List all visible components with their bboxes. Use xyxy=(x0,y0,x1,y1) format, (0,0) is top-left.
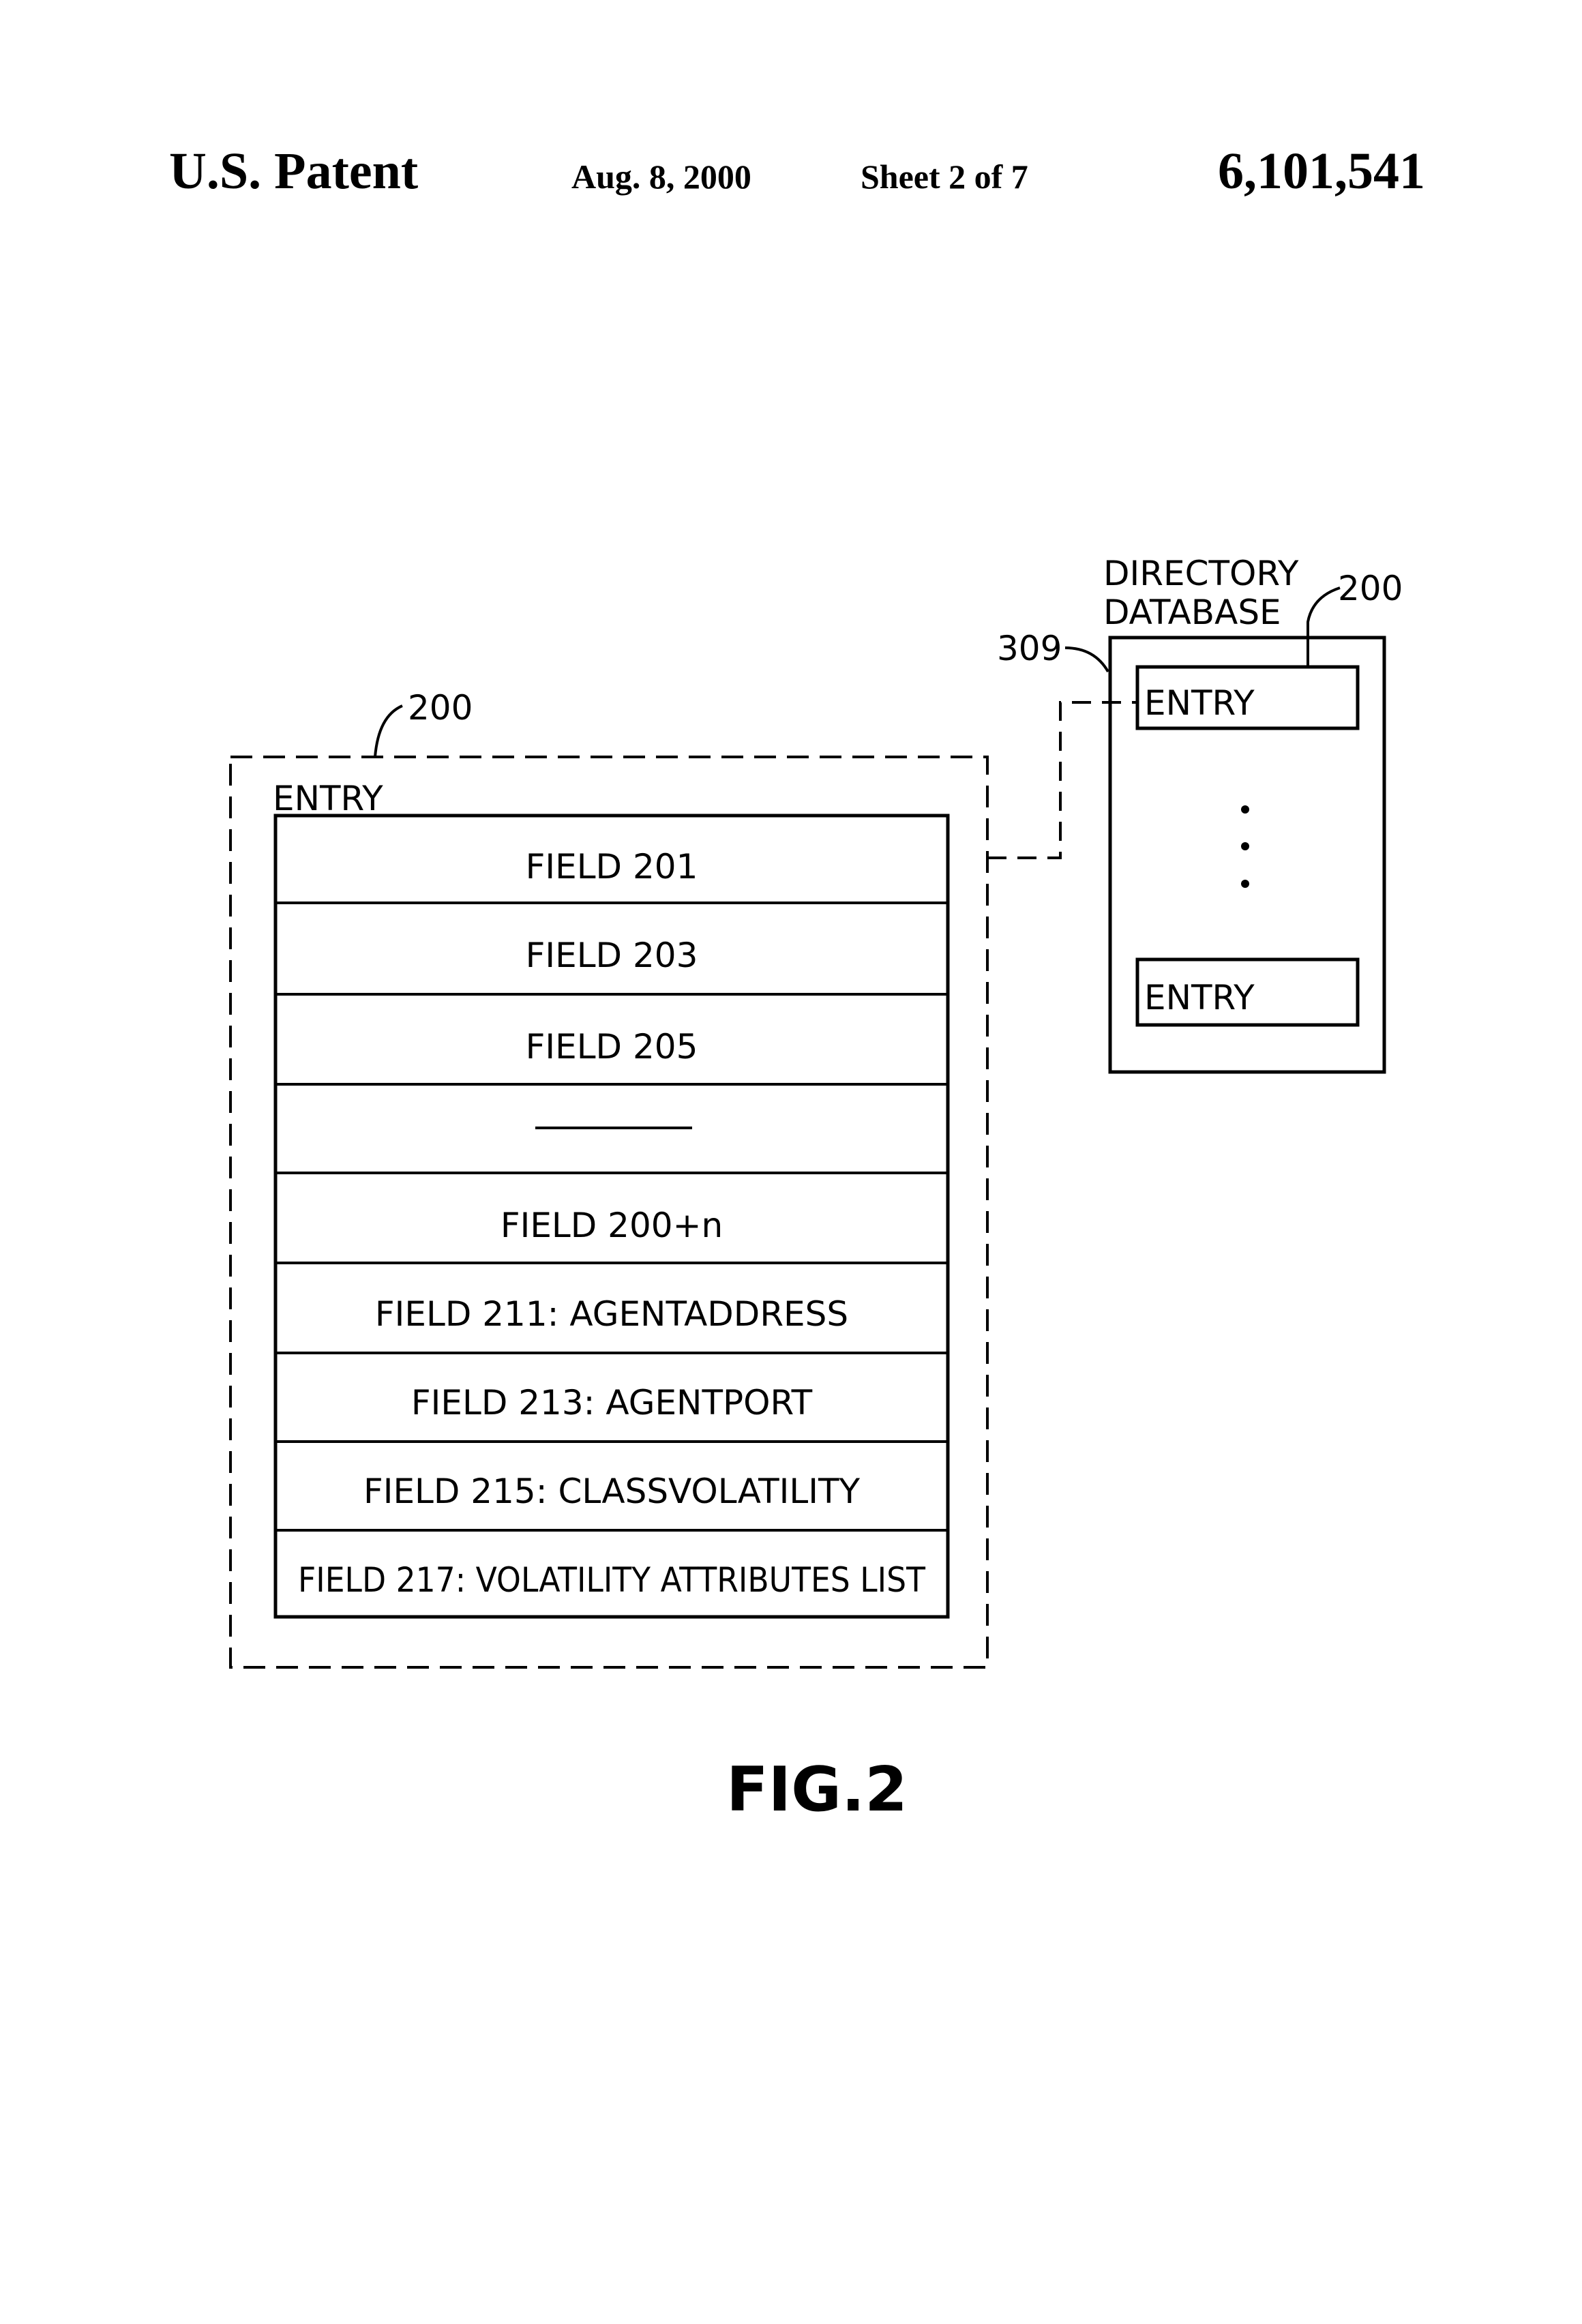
entry-ref-leader xyxy=(374,704,403,758)
field-row-dividers xyxy=(275,902,948,1532)
link-ref-leader xyxy=(1064,646,1109,673)
patent-date: Aug. 8, 2000 xyxy=(571,158,751,196)
directory-ref-number: 200 xyxy=(1338,569,1403,608)
patent-label: U.S. Patent xyxy=(169,143,419,200)
field-row-label: FIELD 213: AGENTPORT xyxy=(411,1383,813,1422)
entry-dashed-boundary xyxy=(229,756,989,1669)
directory-ref-leader xyxy=(1307,586,1341,667)
field-row-label: FIELD 203 xyxy=(526,936,698,975)
directory-entry-top xyxy=(1135,665,1360,730)
field-row-label: FIELD 215: CLASSVOLATILITY xyxy=(363,1472,861,1511)
field-row-label: FIELD 205 xyxy=(526,1027,698,1067)
continuation-dot xyxy=(1241,880,1249,888)
patent-number: 6,101,541 xyxy=(1218,143,1425,200)
continuation-dot xyxy=(1241,842,1249,850)
directory-entry-top-label: ENTRY xyxy=(1144,683,1255,723)
continuation-dot xyxy=(1241,805,1249,814)
entry-ref-number: 200 xyxy=(408,688,473,728)
directory-entry-bottom xyxy=(1135,957,1360,1027)
entry-title: ENTRY xyxy=(273,779,383,818)
directory-title-line2: DATABASE xyxy=(1103,593,1281,632)
directory-entry-bottom-label: ENTRY xyxy=(1144,978,1255,1017)
figure-label: FIG.2 xyxy=(726,1754,908,1826)
field-row-label: FIELD 200+n xyxy=(501,1206,723,1245)
field-row-label: FIELD 217: VOLATILITY ATTRIBUTES LIST xyxy=(298,1560,925,1600)
directory-title-line1: DIRECTORY xyxy=(1103,554,1299,593)
field-table xyxy=(273,814,950,1619)
patent-sheet: Sheet 2 of 7 xyxy=(861,158,1028,196)
link-309-connector xyxy=(987,701,1137,859)
field-row-label: FIELD 201 xyxy=(526,847,698,887)
directory-database-box xyxy=(1108,636,1386,1074)
link-ref-number: 309 xyxy=(997,629,1062,668)
field-row-label: FIELD 211: AGENTADDRESS xyxy=(375,1294,848,1334)
